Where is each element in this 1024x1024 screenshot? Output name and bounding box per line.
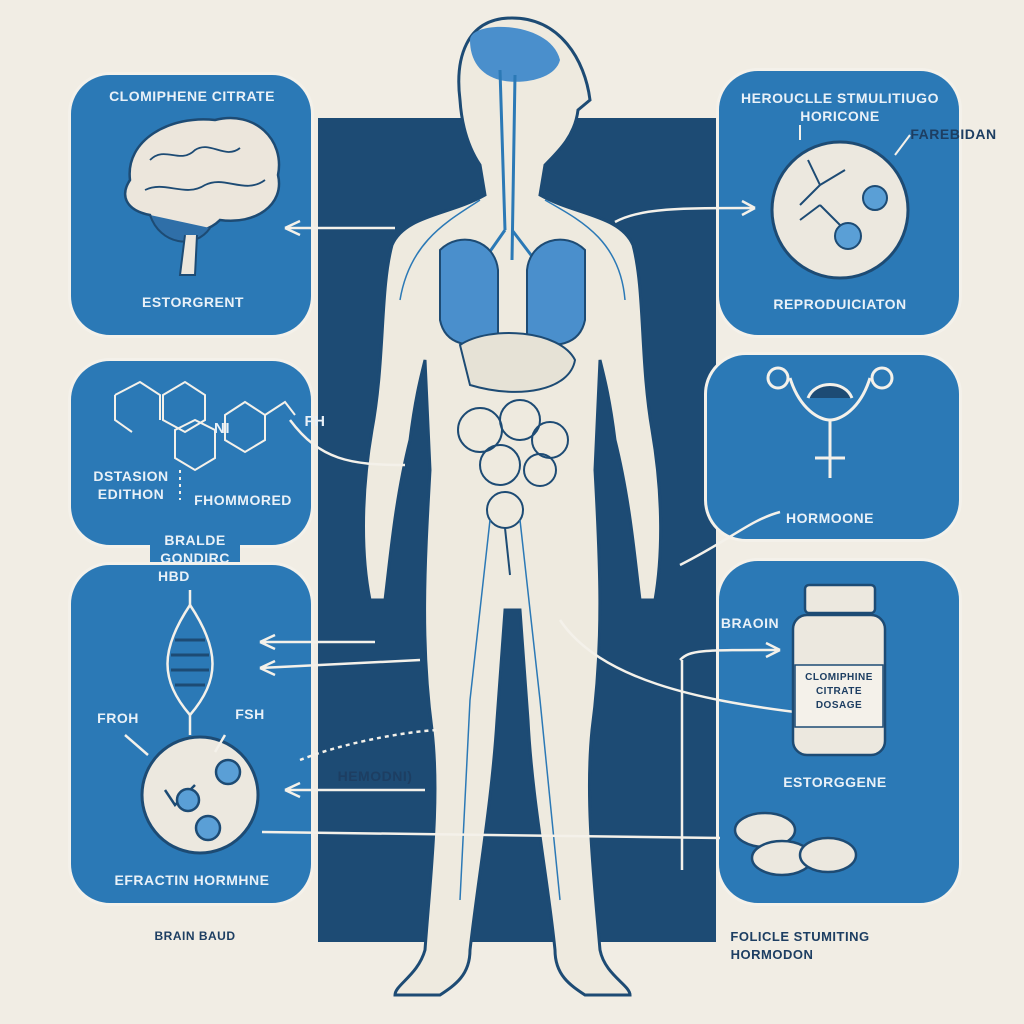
- molecule-icon: [770, 125, 911, 280]
- dstasion-label-line1: DSTASION: [93, 468, 169, 484]
- footer-right-line1: FOLICLE STUMITING: [730, 929, 870, 944]
- fsh-label: FSH: [235, 706, 265, 722]
- dna-icon: [124, 590, 260, 855]
- clomiphene-title: CLOMIPHENE CITRATE: [109, 88, 275, 104]
- dstasion-label-line2: EDITHON: [97, 486, 165, 502]
- fsh-title-line2: HORICONE: [800, 108, 880, 124]
- atom-fh-label: FH: [304, 413, 326, 430]
- chemical-structure-icon: [114, 380, 296, 500]
- uterus-icon: [766, 366, 894, 478]
- farebidan-callout: FAREBIDAN: [910, 126, 997, 142]
- bottle-label-line1: CLOMIPHINE: [805, 672, 873, 683]
- footer-left-label: BRAIN BAUD: [154, 929, 236, 943]
- atom-n-label: NI: [214, 420, 230, 437]
- estorggene-caption: ESTORGGENE: [783, 774, 887, 790]
- panel-chemical: [68, 358, 314, 548]
- reproduction-caption: REPRODUICIATON: [773, 296, 907, 312]
- estorgrent-caption: ESTORGRENT: [142, 294, 244, 310]
- efractin-caption: EFRACTIN HORMHNE: [114, 872, 270, 888]
- hemodni-label: HEMODNI): [337, 768, 413, 784]
- hormoone-caption: HORMOONE: [786, 510, 874, 526]
- bralde-line2: GONDIRC: [160, 550, 230, 566]
- bottle-label-line2: CITRATE: [815, 686, 863, 697]
- bralde-line3: HBD: [158, 568, 190, 584]
- fhommored-label: FHOMMORED: [194, 492, 292, 508]
- bralde-line1: BRALDE: [164, 532, 226, 548]
- braoin-label: BRAOIN: [720, 615, 780, 631]
- brain-icon: [124, 116, 281, 276]
- bottle-label-line3: DOSAGE: [815, 700, 863, 711]
- human-body-figure: [362, 16, 663, 997]
- footer-right-line2: HORMODON: [730, 947, 814, 962]
- froh-label: FROH: [97, 710, 139, 726]
- fsh-title-line1: HEROUCLLE STMULITIUGO: [741, 90, 939, 106]
- pill-bottle-icon: [733, 583, 887, 877]
